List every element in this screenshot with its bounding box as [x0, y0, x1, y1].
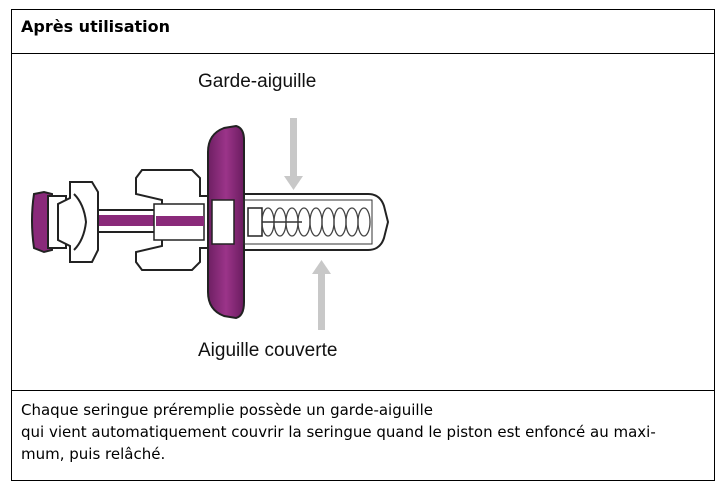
- description-row: Chaque seringue préremplie possède un ga…: [12, 391, 714, 480]
- syringe-illustration: [31, 118, 390, 330]
- description-line: Chaque seringue préremplie possède un ga…: [21, 401, 433, 419]
- arrow-down-icon: [284, 118, 303, 190]
- illustration-row: Garde-aiguille Aiguille couverte: [12, 54, 714, 391]
- description-line: mum, puis relâché.: [21, 445, 166, 463]
- info-table: Après utilisation: [11, 9, 715, 481]
- syringe-icon: [31, 124, 390, 320]
- description-line: qui vient automatiquement couvrir la ser…: [21, 423, 656, 441]
- description-paragraph: Chaque seringue préremplie possède un ga…: [21, 399, 711, 465]
- needle-guard-label: Garde-aiguille: [198, 71, 317, 92]
- covered-needle-label: Aiguille couverte: [198, 340, 338, 361]
- table-header-row: Après utilisation: [12, 10, 714, 54]
- arrow-up-icon: [312, 260, 331, 330]
- section-title: Après utilisation: [21, 17, 170, 36]
